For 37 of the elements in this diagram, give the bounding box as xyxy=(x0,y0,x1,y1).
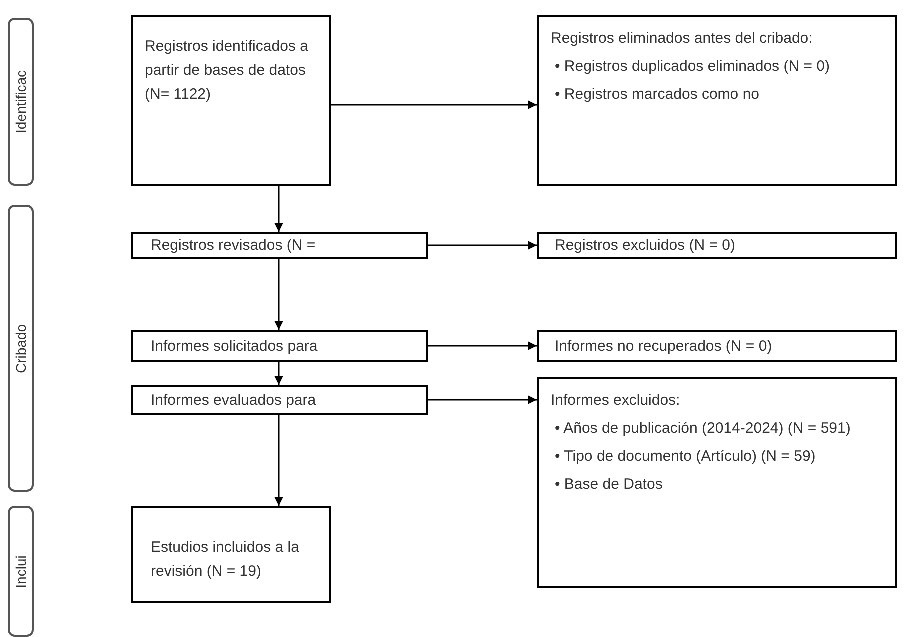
stage-label-box xyxy=(8,205,34,492)
process-box xyxy=(537,232,897,259)
box-heading: Informes excluidos: xyxy=(551,391,682,411)
box-text: Registros excluidos (N = 0) xyxy=(555,236,736,256)
stage-label-box xyxy=(8,18,34,186)
process-box xyxy=(131,385,428,415)
arrow xyxy=(428,241,537,250)
arrow xyxy=(274,362,284,385)
stage-label: Inclui xyxy=(12,555,30,588)
box-text: Registros identificados a partir de bases de datos (N= 1122) xyxy=(145,37,310,105)
list-item: • Tipo de documento (Artículo) (N = 59) xyxy=(554,447,817,467)
box-text: Informes evaluados para xyxy=(151,391,318,411)
process-box xyxy=(131,506,331,603)
box-text: Informes no recuperados (N = 0) xyxy=(555,337,774,357)
box-text: Registros revisados (N = xyxy=(151,236,317,256)
process-box xyxy=(537,330,897,362)
arrow xyxy=(274,186,284,232)
stage-label: Identificac xyxy=(12,70,30,134)
stage-label: Cribado xyxy=(12,324,30,374)
box-text: Informes solicitados para xyxy=(151,337,319,357)
arrow xyxy=(274,259,284,330)
process-box xyxy=(131,232,428,259)
process-box xyxy=(537,377,897,588)
arrow xyxy=(428,342,537,350)
box-text: Estudios incluidos a la revisión (N = 19) xyxy=(151,538,300,582)
process-box xyxy=(131,330,428,362)
arrow xyxy=(428,396,537,404)
stage-label-box xyxy=(8,506,34,637)
process-box xyxy=(131,15,331,186)
arrow xyxy=(274,415,284,506)
list-item: • Registros marcados como no xyxy=(554,85,760,105)
arrow xyxy=(331,100,537,110)
box-heading: Registros eliminados antes del cribado: xyxy=(551,29,814,49)
process-box xyxy=(537,15,897,186)
list-item: • Registros duplicados eliminados (N = 0) xyxy=(554,57,831,77)
list-item: • Años de publicación (2014-2024) (N = 591) xyxy=(554,419,852,439)
list-item: • Base de Datos xyxy=(554,475,664,495)
